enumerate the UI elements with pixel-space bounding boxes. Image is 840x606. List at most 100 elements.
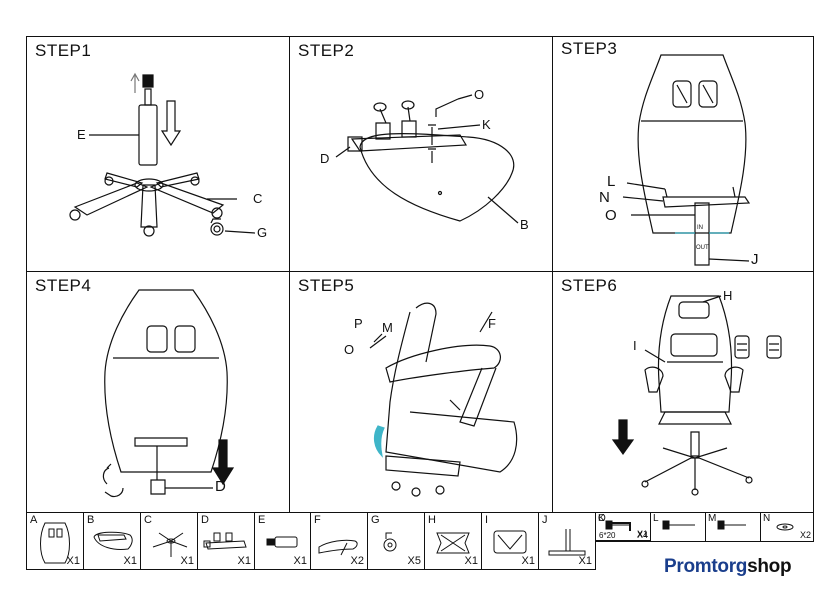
part-E: E X1 — [254, 512, 311, 570]
star-base-icon — [141, 513, 199, 571]
part-qty: X1 — [464, 555, 478, 567]
step3-panel: STEP3 L N O — [552, 36, 814, 272]
part-letter: C — [144, 514, 152, 526]
step2-title: STEP2 — [298, 41, 355, 60]
part-qty: X1 — [578, 555, 592, 567]
step1-illustration — [27, 37, 291, 273]
callout-O-step5: O — [344, 342, 355, 357]
assembly-instruction-sheet: STEP1 — [26, 36, 814, 570]
part-letter: F — [314, 514, 321, 526]
part-qty: X1 — [123, 555, 137, 567]
gas-cylinder-icon — [255, 513, 312, 571]
callout-E: E — [77, 127, 86, 142]
part-qty: X1 — [293, 555, 307, 567]
callout-F: F — [488, 316, 496, 331]
part-letter: D — [201, 514, 209, 526]
marking-out: OUT — [696, 245, 709, 251]
step4-title: STEP4 — [35, 276, 92, 295]
part-letter: B — [87, 514, 95, 526]
callout-C: C — [253, 191, 263, 206]
part-I: I X1 — [481, 512, 539, 570]
callout-L: L — [607, 173, 616, 190]
brand-part1: Promtorg — [664, 556, 748, 577]
hardware-letter: M — [708, 513, 717, 524]
callout-H: H — [723, 288, 733, 303]
seat-cushion-icon — [84, 513, 142, 571]
callout-I: I — [633, 338, 637, 353]
bolt-icon — [706, 513, 762, 543]
hardware-L: L — [650, 512, 706, 542]
callout-M: M — [382, 320, 393, 335]
part-F: F X2 — [310, 512, 368, 570]
seat-mechanism-icon — [198, 513, 256, 571]
washer-icon — [761, 513, 815, 543]
brand-part2: shop — [747, 556, 792, 577]
step5-title: STEP5 — [298, 276, 355, 295]
part-letter: I — [485, 514, 489, 526]
part-letter: G — [371, 514, 380, 526]
callout-J: J — [751, 251, 759, 268]
armrest-icon — [311, 513, 369, 571]
callout-B: B — [520, 217, 529, 232]
seat-back-icon — [27, 513, 85, 571]
step6-title: STEP6 — [561, 276, 618, 295]
part-letter: A — [30, 514, 38, 526]
lumbar-pillow-icon — [482, 513, 540, 571]
step6-illustration — [553, 272, 815, 514]
step3-title: STEP3 — [561, 39, 618, 58]
step5-illustration — [290, 272, 554, 514]
connecting-bracket-icon — [539, 513, 597, 571]
callout-O: O — [474, 87, 485, 102]
hardware-spec: 6*20 — [599, 531, 616, 540]
part-qty: X1 — [237, 555, 251, 567]
hardware-letter: O — [598, 513, 606, 524]
hardware-N: N X2 — [760, 512, 814, 542]
part-qty: X1 — [180, 555, 194, 567]
callout-D: D — [320, 151, 330, 166]
callout-D-step4: D — [215, 478, 226, 495]
marking-in: IN — [697, 225, 703, 231]
part-qty: X5 — [407, 555, 421, 567]
callout-K: K — [482, 117, 491, 132]
part-C: C X1 — [140, 512, 198, 570]
part-qty: X1 — [521, 555, 535, 567]
callout-N: N — [599, 189, 610, 206]
step5-panel: STEP5 P M O F — [289, 271, 553, 513]
part-letter: H — [428, 514, 436, 526]
part-qty: X1 — [66, 555, 80, 567]
callout-G: G — [257, 225, 268, 240]
step6-panel: STEP6 — [552, 271, 814, 513]
callout-O-step3: O — [605, 207, 617, 224]
parts-list: A X1 B X1 C X1 D X1 E X1 F X2 — [26, 512, 814, 570]
step2-panel: STEP2 — [289, 36, 553, 272]
bolt-icon — [651, 513, 707, 543]
hardware-letter: N — [763, 513, 771, 524]
caster-icon — [368, 513, 426, 571]
hardware-O: O X1 — [595, 512, 651, 541]
hardware-qty: X1 — [636, 529, 648, 539]
callout-P: P — [354, 316, 363, 331]
step3-illustration — [553, 37, 815, 273]
step1-panel: STEP1 — [26, 36, 290, 272]
brand-logo: Promtorgshop — [664, 556, 792, 578]
part-G: G X5 — [367, 512, 425, 570]
part-J: J X1 — [538, 512, 596, 570]
part-D: D X1 — [197, 512, 255, 570]
step2-illustration — [290, 37, 554, 273]
hardware-letter: K — [598, 513, 605, 524]
part-H: H X1 — [424, 512, 482, 570]
headrest-pillow-icon — [425, 513, 483, 571]
allen-key-icon — [596, 513, 652, 542]
part-letter: E — [258, 514, 266, 526]
hardware-letter: L — [653, 513, 659, 524]
part-A: A X1 — [26, 512, 84, 570]
step1-title: STEP1 — [35, 41, 92, 60]
part-qty: X2 — [350, 555, 364, 567]
step4-panel: STEP4 D — [26, 271, 290, 513]
part-letter: J — [542, 514, 548, 526]
step4-illustration — [27, 272, 291, 514]
part-B: B X1 — [83, 512, 141, 570]
hardware-qty: X4 — [636, 530, 648, 540]
bolt-icon — [596, 513, 652, 543]
hardware-M: M — [705, 512, 761, 542]
